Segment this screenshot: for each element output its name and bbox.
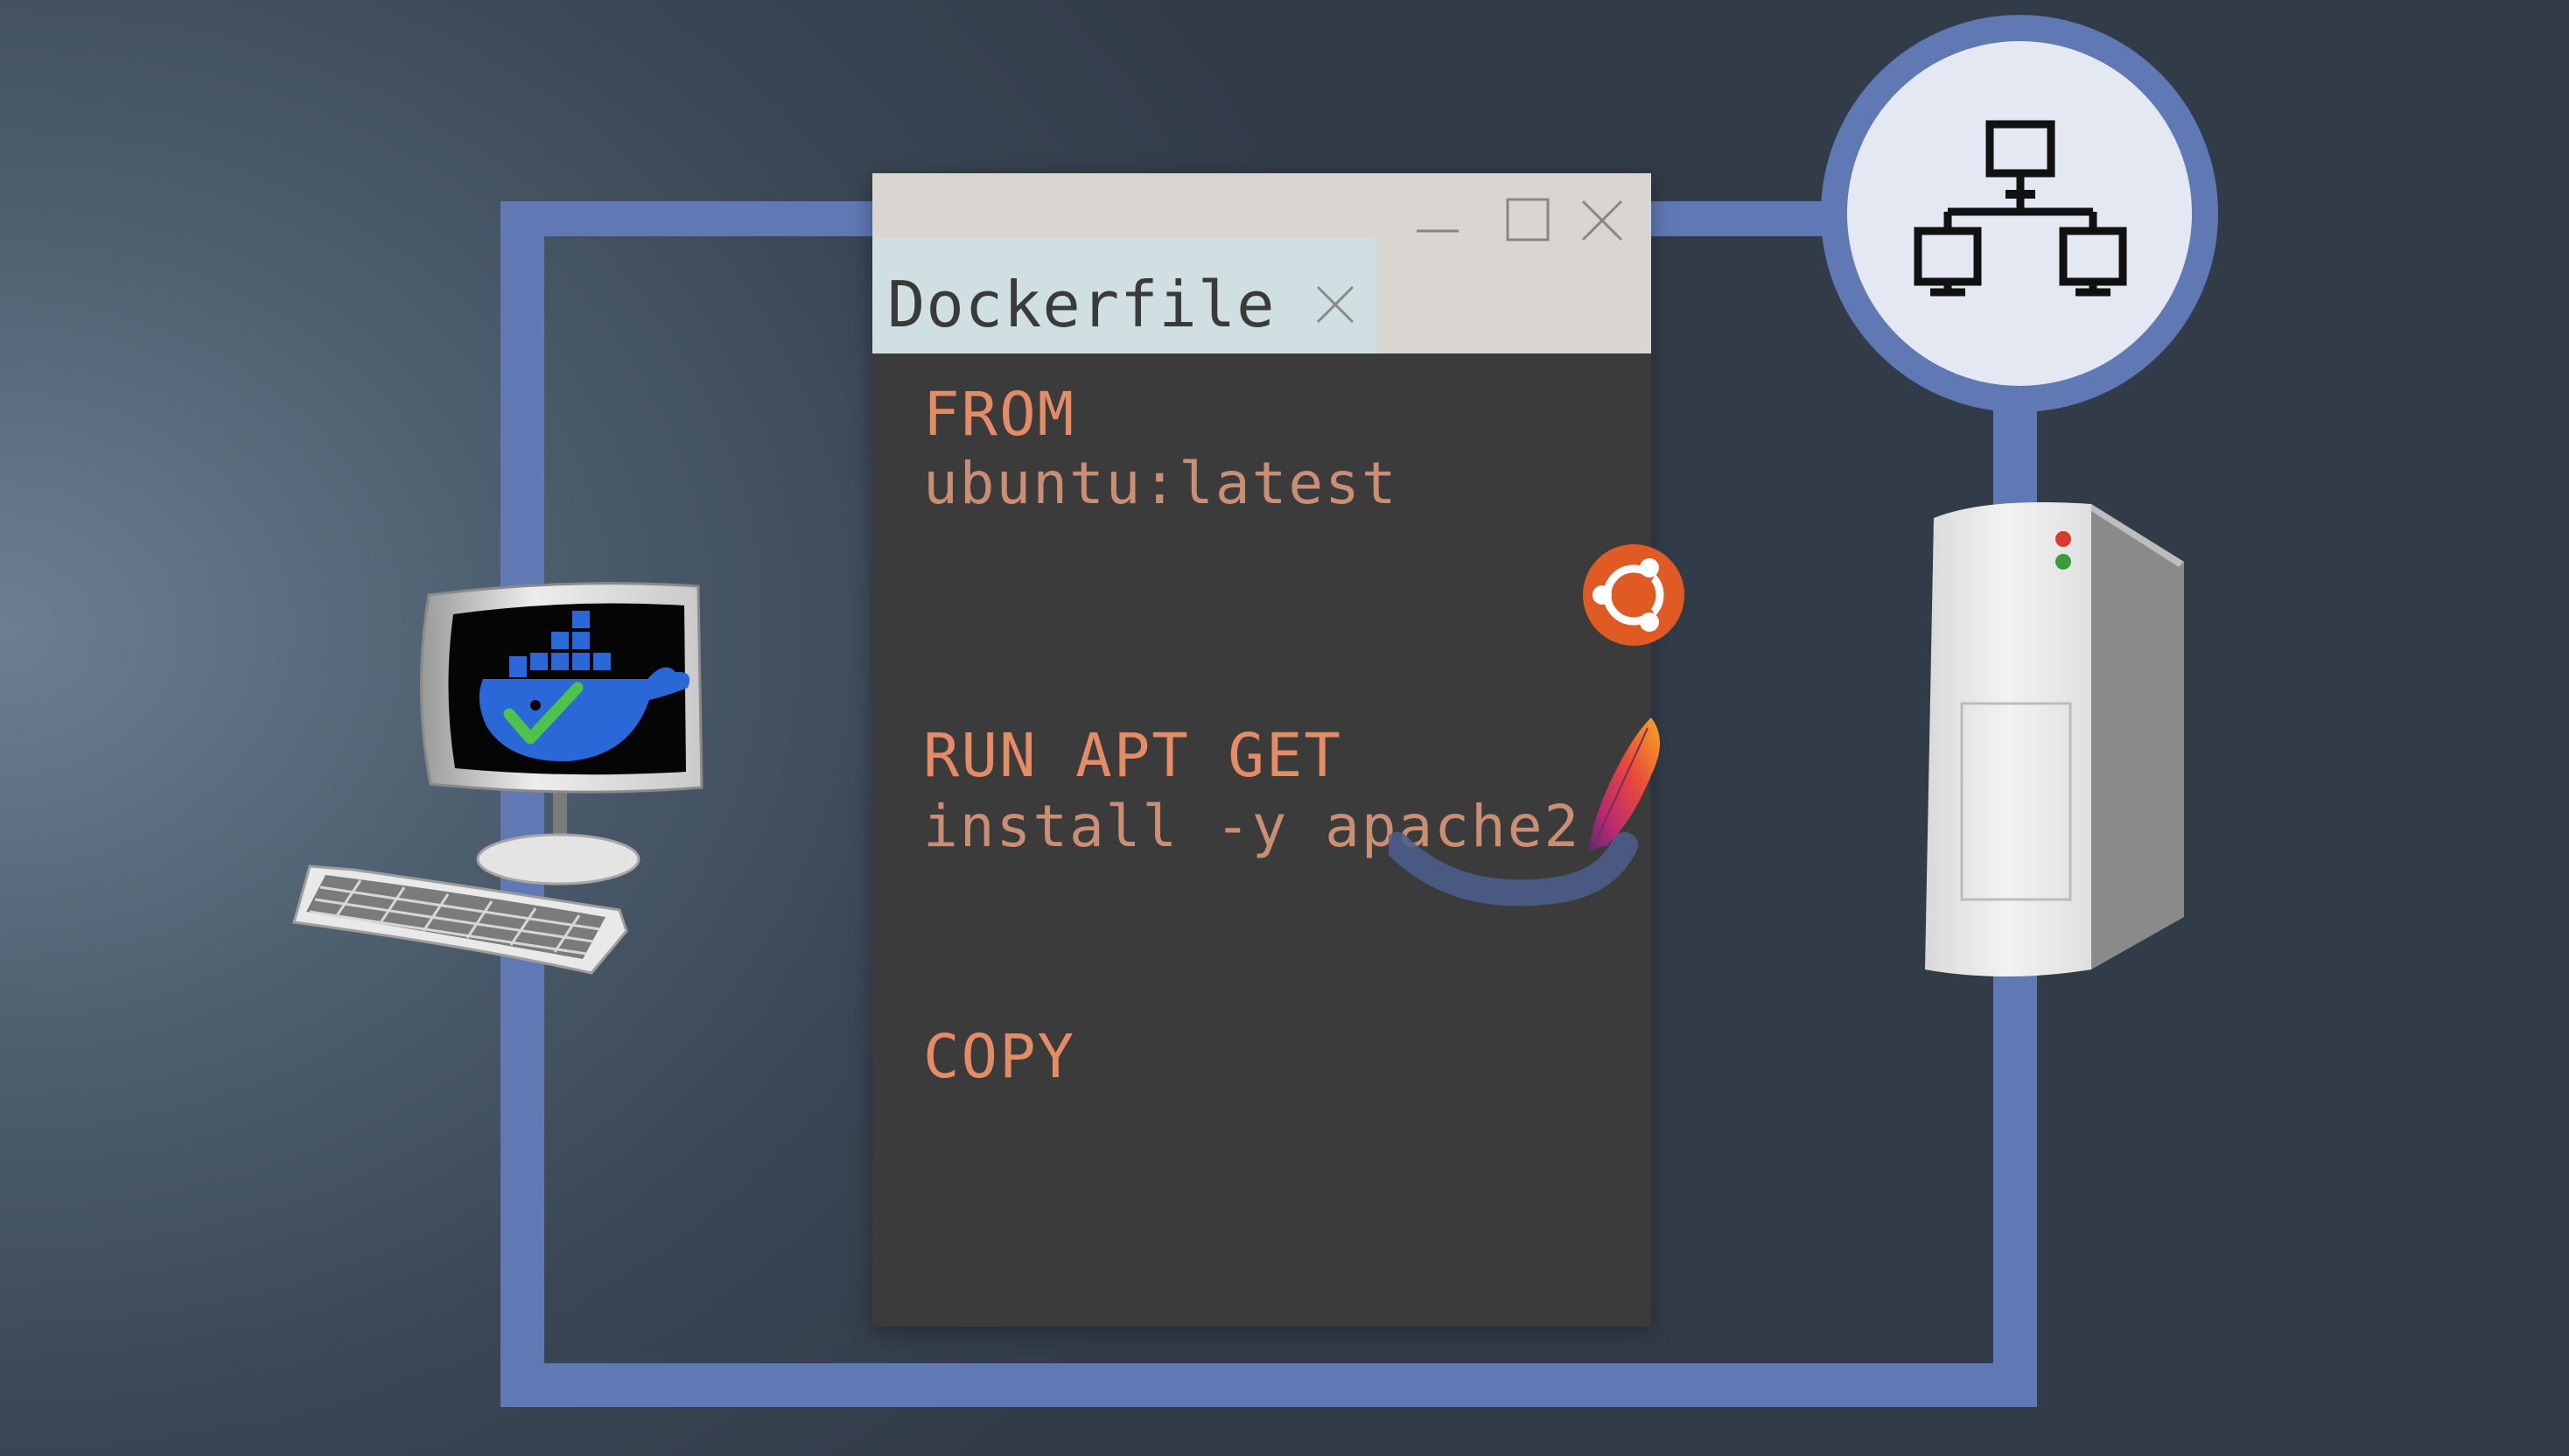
connector-left [500, 201, 544, 1407]
connector-bottom [500, 1363, 2037, 1407]
apache-feather-icon [1389, 718, 1660, 906]
close-icon[interactable] [1578, 196, 1627, 245]
editor-window: Dockerfile FROM ubuntu:latest RUN APT GE… [872, 173, 1684, 1326]
connector-top-left [500, 201, 877, 236]
checkmark-icon [503, 682, 584, 745]
maximize-icon[interactable] [1504, 196, 1553, 245]
tab-title: Dockerfile [887, 268, 1276, 341]
network-icon [1914, 120, 2127, 297]
network-node [1820, 14, 2219, 413]
ubuntu-logo-icon [1583, 544, 1684, 646]
code-keyword-copy: COPY [923, 1022, 1076, 1092]
code-keyword-from: FROM [923, 380, 1076, 450]
minimize-icon[interactable] [1413, 196, 1462, 245]
connector-right-lower [1993, 962, 2037, 1407]
server-tower-icon [1916, 497, 2196, 987]
code-keyword-run: RUN APT GET [923, 721, 1342, 791]
connector-top-right [1645, 201, 1838, 236]
code-argument-from: ubuntu:latest [923, 450, 1398, 517]
tab-dockerfile[interactable]: Dockerfile [872, 238, 1376, 354]
keyboard-icon [292, 864, 628, 975]
tab-close-icon[interactable] [1314, 284, 1356, 326]
title-bar: Dockerfile [872, 173, 1651, 354]
code-argument-run: install -y apache2 [923, 793, 1581, 860]
docker-computer [280, 569, 735, 998]
